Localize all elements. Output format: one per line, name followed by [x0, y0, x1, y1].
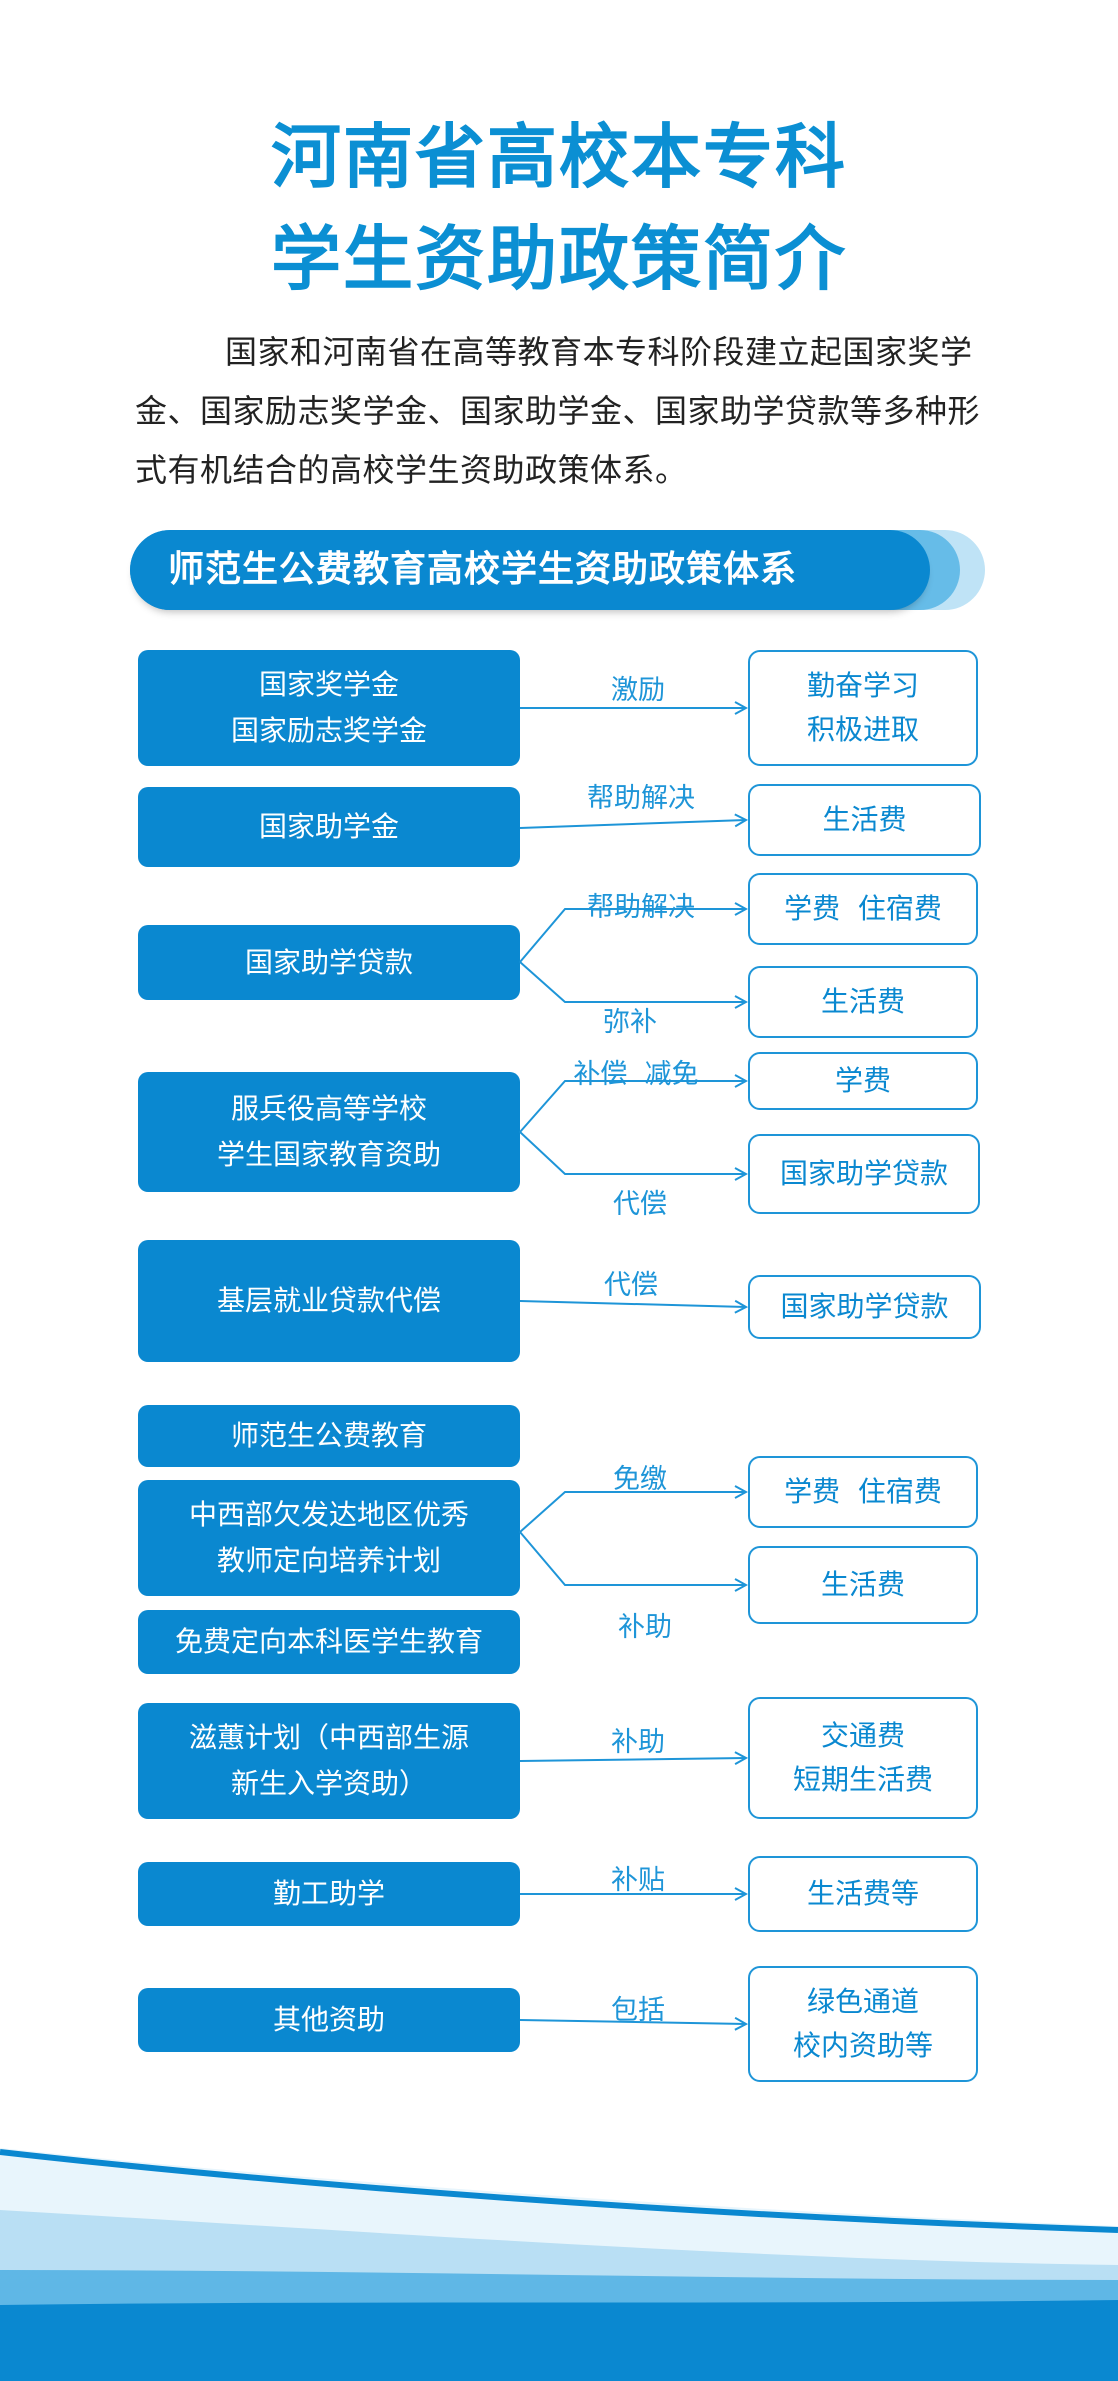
- result-box: 生活费: [748, 784, 981, 856]
- box-text-line: 学费 住宿费: [784, 892, 942, 925]
- policy-box: 基层就业贷款代偿: [138, 1240, 520, 1362]
- result-box: 学费 住宿费: [748, 1456, 978, 1528]
- box-text-line: 生活费: [822, 803, 907, 836]
- connector-arrow: [519, 909, 746, 963]
- policy-box: 滋蕙计划（中西部生源新生入学资助）: [138, 1703, 520, 1819]
- policy-box: 国家奖学金国家励志奖学金: [138, 650, 520, 766]
- box-text-line: 新生入学资助）: [230, 1767, 427, 1800]
- connector-arrow: [519, 1081, 746, 1133]
- connector-arrow: [519, 2020, 746, 2024]
- box-text-line: 国家助学贷款: [779, 1157, 948, 1190]
- box-text-line: 生活费: [820, 985, 905, 1018]
- connector-arrow: [519, 1301, 746, 1307]
- arrow-label: 代偿: [613, 1189, 667, 1220]
- arrow-label: 补助: [611, 1727, 665, 1758]
- box-text-line: 教师定向培养计划: [216, 1544, 441, 1577]
- box-text-line: 绿色通道: [806, 1985, 919, 2018]
- result-box: 国家助学贷款: [748, 1275, 981, 1339]
- section-banner: 师范生公费教育高校学生资助政策体系: [130, 530, 1000, 615]
- result-box: 学费: [748, 1052, 978, 1110]
- page-title-line-2: 学生资助政策简介: [271, 217, 847, 300]
- box-text-line: 中西部欠发达地区优秀: [188, 1498, 469, 1531]
- policy-box: 国家助学金: [138, 787, 520, 867]
- box-text-line: 免费定向本科医学生教育: [174, 1625, 483, 1658]
- result-box: 国家助学贷款: [748, 1134, 980, 1214]
- policy-box: 勤工助学: [138, 1862, 520, 1926]
- box-text-line: 国家助学金: [258, 810, 399, 843]
- box-text-line: 勤奋学习: [806, 669, 919, 702]
- result-box: 生活费等: [748, 1856, 978, 1932]
- box-text-line: 积极进取: [806, 713, 919, 746]
- box-text-line: 勤工助学: [272, 1877, 385, 1910]
- connector-arrow: [519, 1758, 746, 1761]
- arrow-label: 弥补: [603, 1007, 657, 1038]
- arrow-label: 免缴: [613, 1464, 667, 1495]
- policy-box: 中西部欠发达地区优秀教师定向培养计划: [138, 1480, 520, 1596]
- connector-arrow: [519, 961, 746, 1002]
- box-text-line: 短期生活费: [792, 1763, 933, 1796]
- policy-box: 服兵役高等学校学生国家教育资助: [138, 1072, 520, 1192]
- result-box: 勤奋学习积极进取: [748, 650, 978, 766]
- box-text-line: 师范生公费教育: [230, 1419, 427, 1452]
- connector-arrow: [519, 1492, 746, 1533]
- connector-arrow: [519, 1531, 746, 1585]
- policy-box: 免费定向本科医学生教育: [138, 1610, 520, 1674]
- box-text-line: 学生国家教育资助: [216, 1138, 441, 1171]
- box-text-line: 交通费: [820, 1719, 905, 1752]
- bottom-wave-decoration: [0, 2148, 1118, 2381]
- box-text-line: 其他资助: [272, 2003, 385, 2036]
- result-box: 生活费: [748, 1546, 978, 1624]
- result-box: 学费 住宿费: [748, 873, 978, 945]
- connector-arrow: [519, 820, 746, 829]
- arrow-label: 补偿 减免: [573, 1059, 699, 1090]
- box-text-line: 校内资助等: [792, 2029, 933, 2062]
- box-text-line: 基层就业贷款代偿: [216, 1284, 441, 1317]
- box-text-line: 国家励志奖学金: [230, 714, 427, 747]
- arrow-label: 补助: [618, 1612, 672, 1643]
- arrow-label: 帮助解决: [587, 892, 695, 923]
- arrow-label: 代偿: [604, 1270, 658, 1301]
- page-title-line-1: 河南省高校本专科: [271, 115, 847, 198]
- box-text-line: 服兵役高等学校: [230, 1092, 427, 1125]
- policy-box: 其他资助: [138, 1988, 520, 2052]
- arrow-label: 帮助解决: [587, 783, 695, 814]
- box-text-line: 生活费: [820, 1568, 905, 1601]
- box-text-line: 国家助学贷款: [244, 945, 413, 979]
- box-text-line: 国家助学贷款: [780, 1290, 949, 1323]
- arrow-label: 补贴: [611, 1865, 665, 1896]
- result-box: 交通费短期生活费: [748, 1697, 978, 1819]
- connector-arrow: [519, 1131, 746, 1174]
- box-text-line: 滋蕙计划（中西部生源: [188, 1721, 469, 1754]
- result-box: 生活费: [748, 966, 978, 1038]
- box-text-line: 国家奖学金: [258, 668, 399, 701]
- box-text-line: 学费: [834, 1064, 891, 1097]
- connector-lines: [519, 0, 1118, 2130]
- policy-box: 师范生公费教育: [138, 1405, 520, 1467]
- box-text-line: 学费 住宿费: [784, 1475, 942, 1508]
- banner-layer-main: [130, 530, 930, 610]
- arrow-label: 激励: [611, 675, 665, 706]
- box-text-line: 生活费等: [806, 1877, 919, 1910]
- section-title: 师范生公费教育高校学生资助政策体系: [168, 549, 798, 590]
- intro-paragraph: 国家和河南省在高等教育本专科阶段建立起国家奖学金、国家励志奖学金、国家助学金、国…: [135, 333, 981, 489]
- result-box: 绿色通道校内资助等: [748, 1966, 978, 2082]
- policy-box: 国家助学贷款: [138, 925, 520, 1000]
